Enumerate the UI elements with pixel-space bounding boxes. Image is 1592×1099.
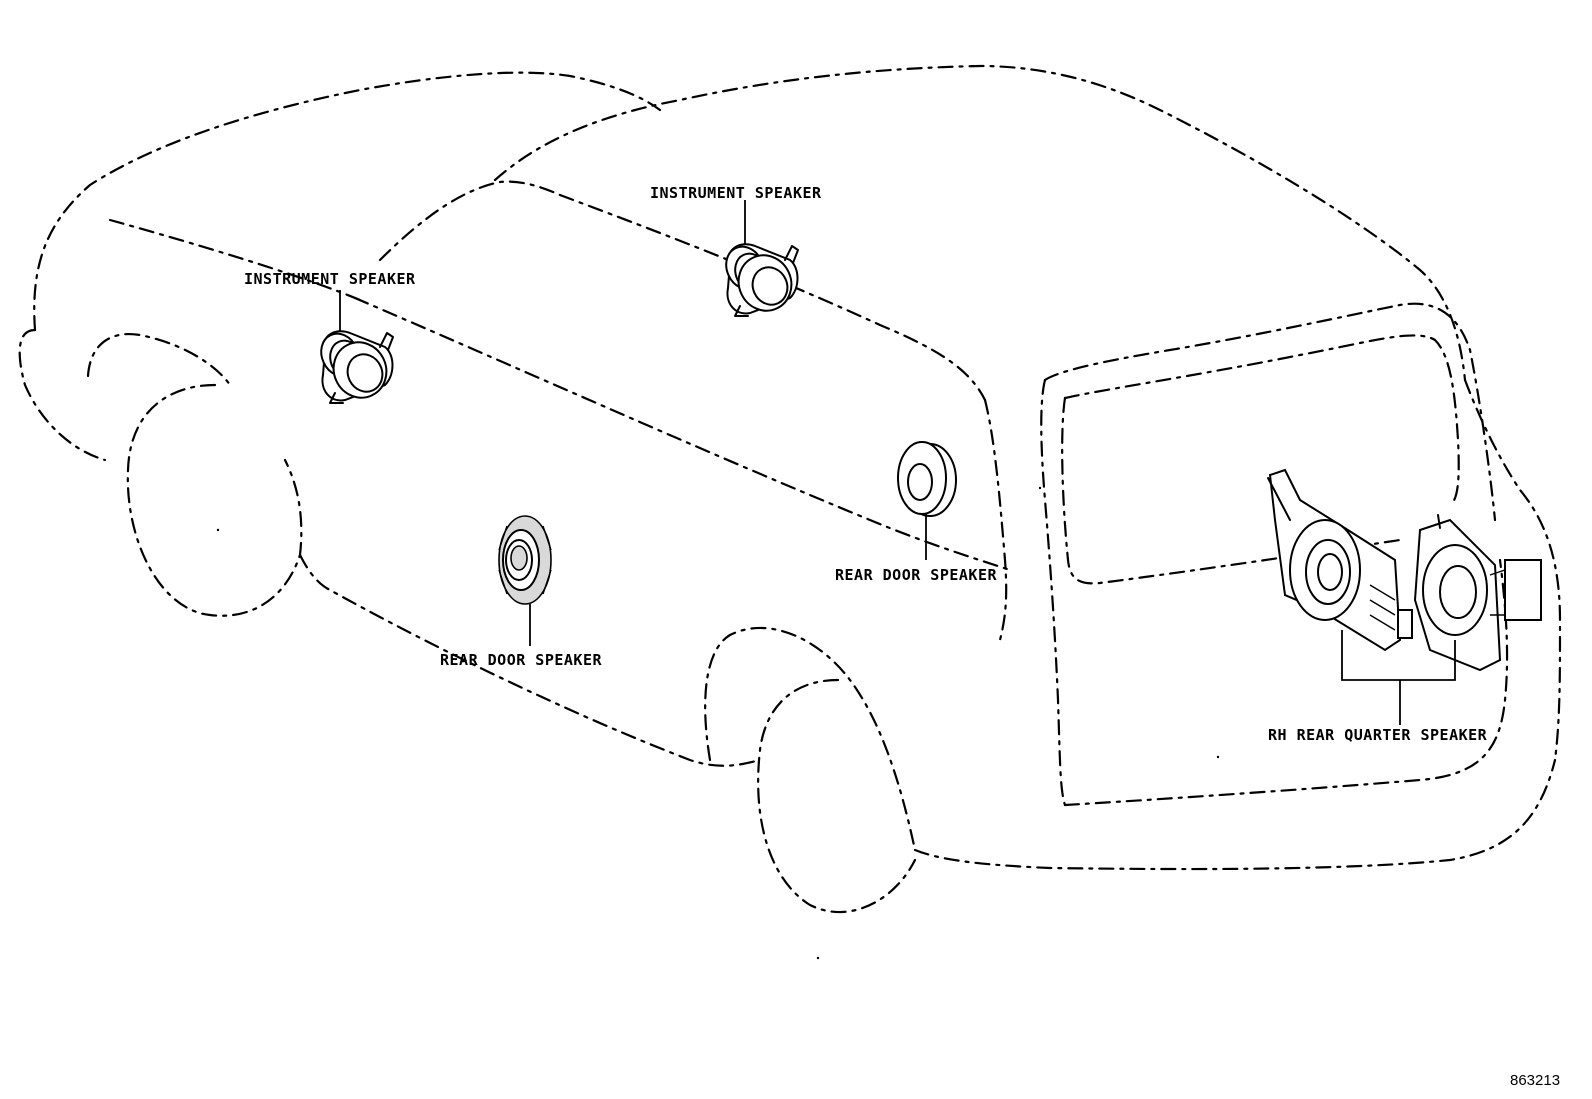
label-instrument-speaker-right: INSTRUMENT SPEAKER <box>650 184 822 202</box>
front-wheel <box>126 383 303 617</box>
rear-wheel <box>757 678 917 914</box>
label-instrument-speaker-left: INSTRUMENT SPEAKER <box>244 270 416 288</box>
rh-rear-quarter-speaker-unit-2 <box>1413 514 1542 672</box>
cowl-line <box>108 218 362 302</box>
leader-rh-rear-quarter-bracket <box>1341 630 1456 681</box>
rear-lower-body <box>913 758 1557 871</box>
figure-number: 863213 <box>1510 1072 1560 1089</box>
rocker-line <box>298 553 762 767</box>
stray-dot <box>1038 486 1042 490</box>
rear-door-speaker-front <box>498 515 552 605</box>
back-glass-lower <box>1061 396 1402 585</box>
label-rear-door-speaker-rear: REAR DOOR SPEAKER <box>835 566 997 584</box>
label-rear-door-speaker-front: REAR DOOR SPEAKER <box>440 651 602 669</box>
hood-line <box>33 71 662 332</box>
back-door-frame <box>1043 302 1497 522</box>
back-glass <box>1063 334 1460 507</box>
stray-dot <box>216 528 220 532</box>
instrument-speaker-right <box>725 243 799 317</box>
back-door-side <box>1040 378 1067 807</box>
vehicle-outline <box>18 64 1562 960</box>
rear-wheel-arch <box>704 626 917 852</box>
label-rh-rear-quarter-speaker: RH REAR QUARTER SPEAKER <box>1268 726 1488 744</box>
roof-line <box>493 64 1467 382</box>
rh-rear-quarter-speaker-unit-1 <box>1267 468 1413 652</box>
front-fender <box>18 328 107 462</box>
side-line <box>353 296 1012 572</box>
door-edge <box>983 398 1008 642</box>
stray-dot <box>816 956 820 960</box>
rear-door-speaker-rear <box>897 441 957 517</box>
rear-corner <box>1463 378 1562 762</box>
upper-beltline <box>558 193 987 402</box>
front-wheel-arch <box>86 332 232 387</box>
instrument-speaker-left <box>320 330 394 404</box>
a-pillar <box>378 180 562 262</box>
stray-dot <box>1216 755 1220 759</box>
